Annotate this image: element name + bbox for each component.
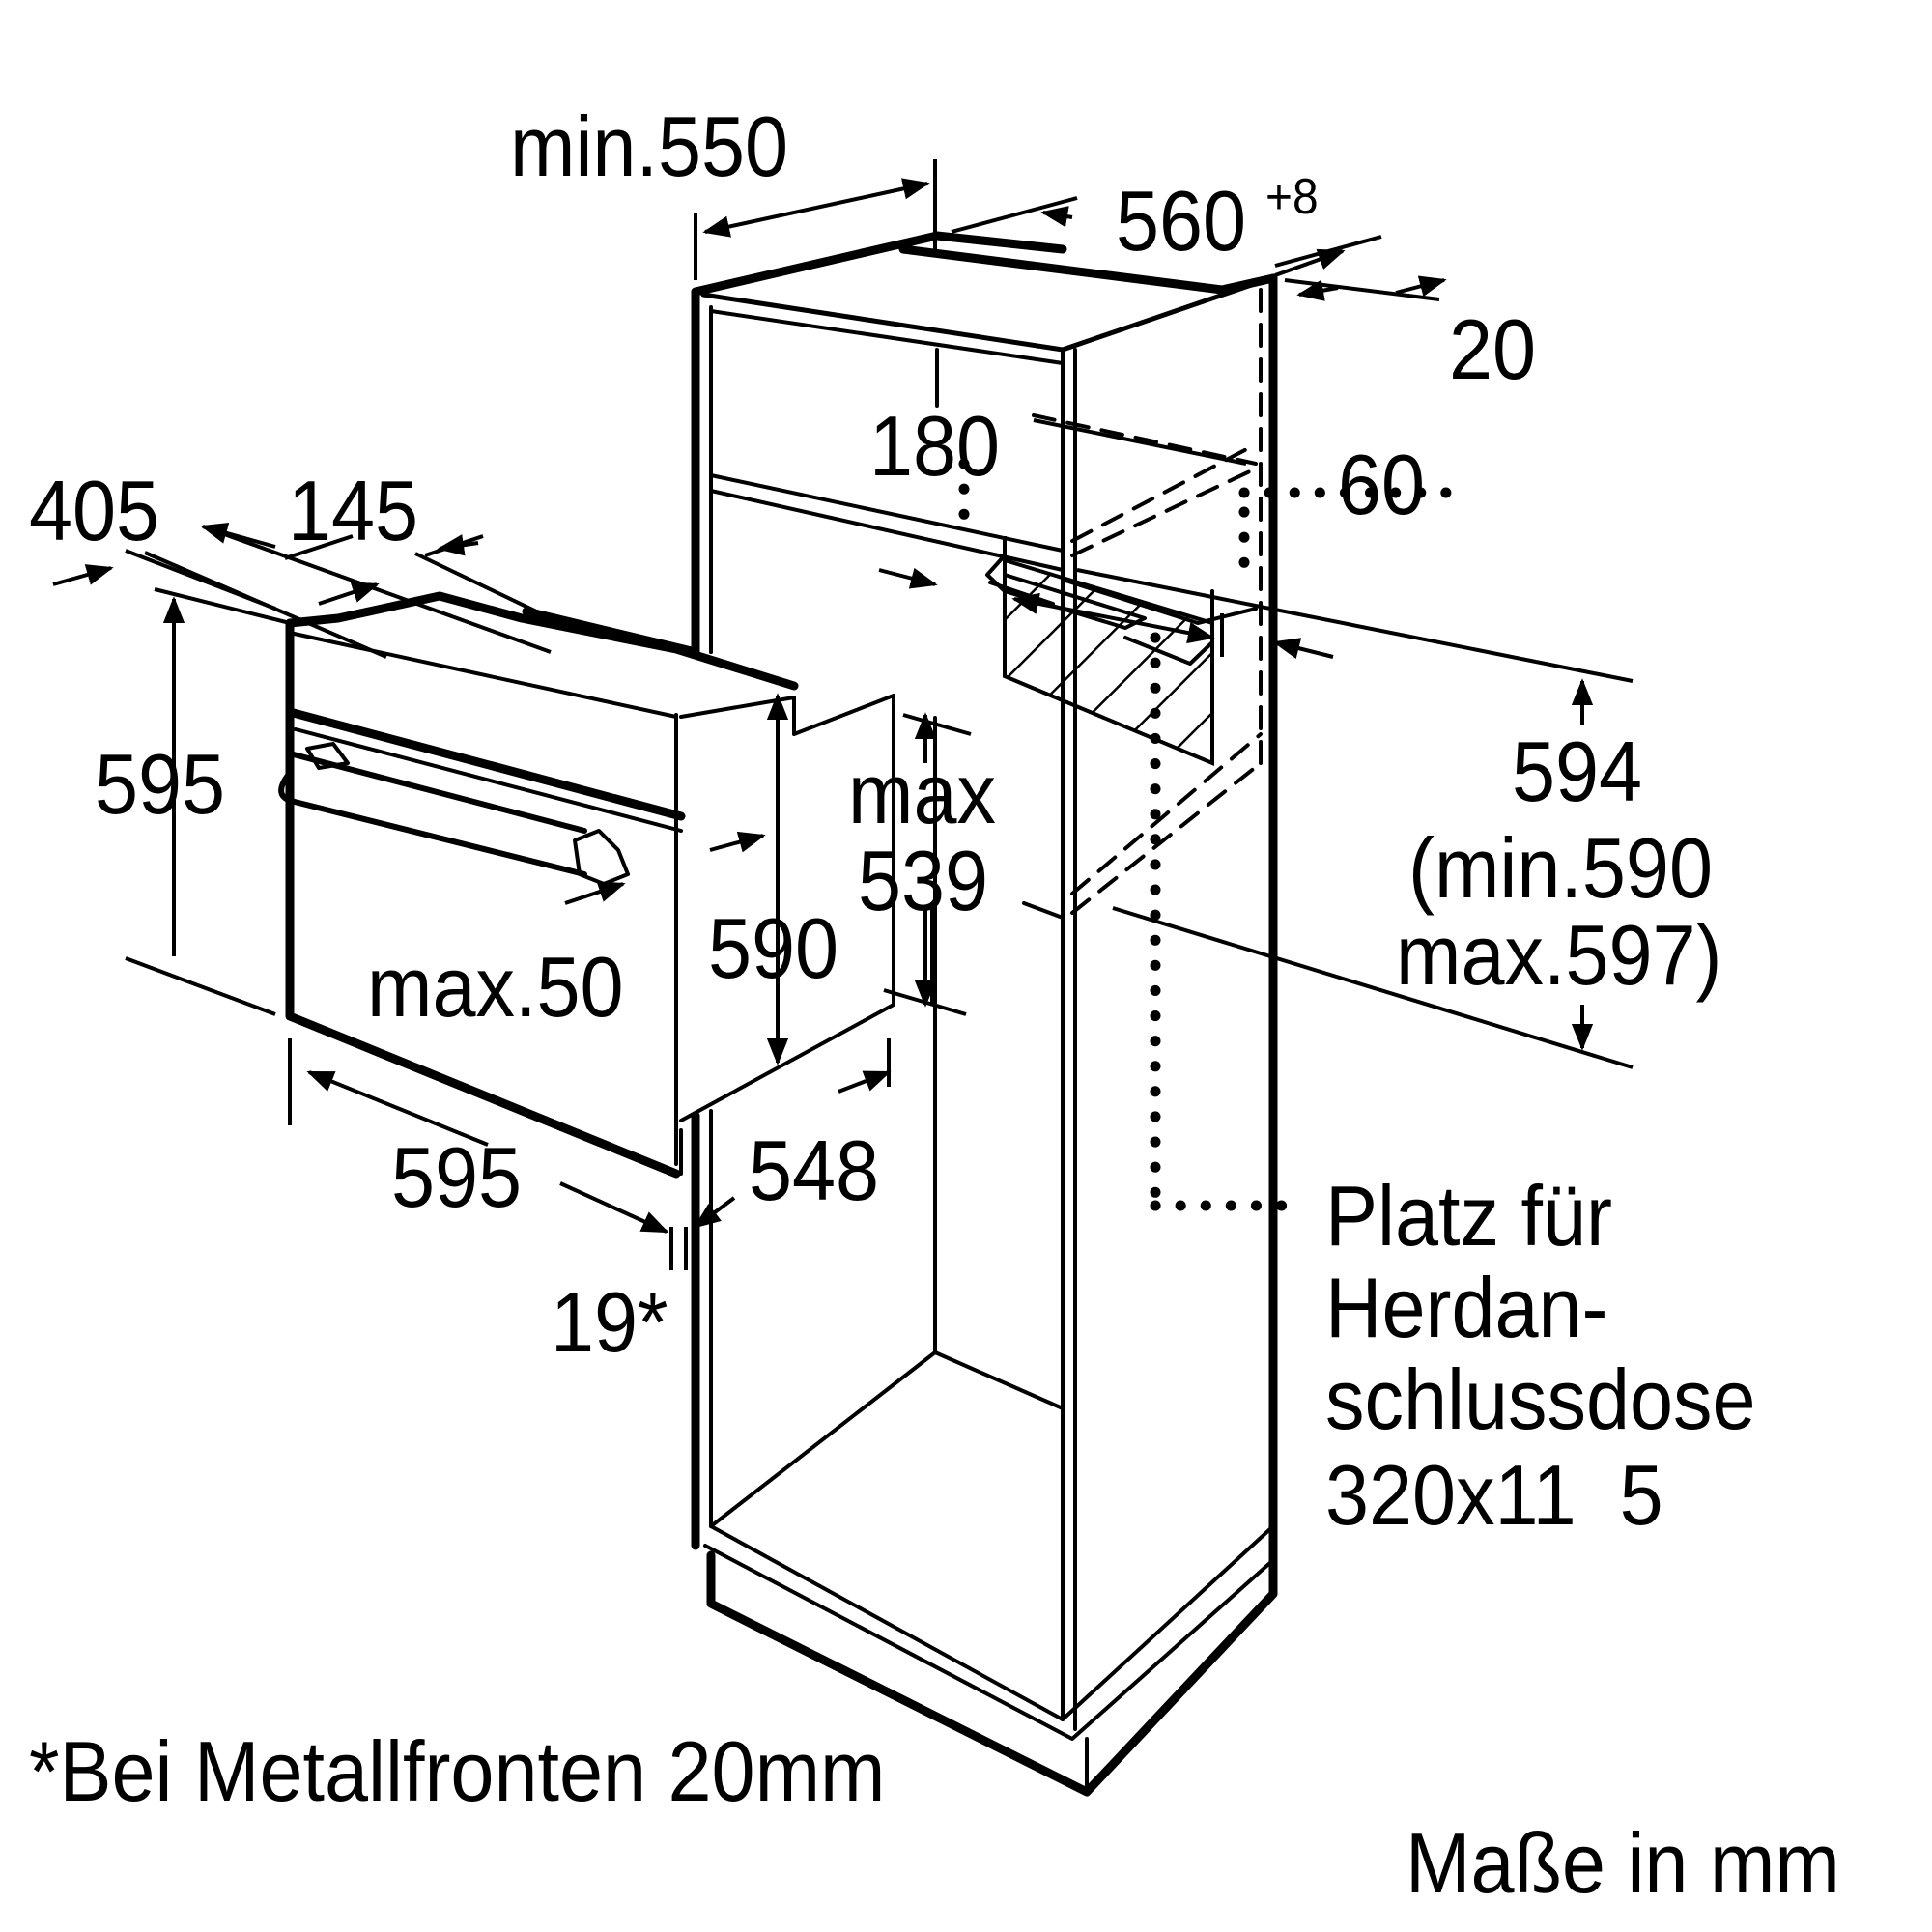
footnote: *Bei Metallfronten 20mm bbox=[29, 1723, 886, 1819]
socket-note-line2: Herdan- bbox=[1325, 1260, 1608, 1355]
socket-note-line3: schlussdose bbox=[1325, 1351, 1756, 1447]
dim-145: 145 bbox=[288, 463, 419, 558]
dim-560-tolerance: +8 bbox=[1265, 169, 1319, 225]
dim-594: 594 bbox=[1512, 724, 1643, 819]
dim-60: 60 bbox=[1338, 437, 1426, 532]
dim-max-50: max.50 bbox=[367, 939, 624, 1035]
socket-note-line4: 320x11 5 bbox=[1325, 1447, 1663, 1543]
socket-dotted-lines bbox=[958, 458, 1464, 1211]
dim-19-front: 19* bbox=[551, 1274, 668, 1370]
dim-594-min: (min.590 bbox=[1408, 820, 1713, 916]
dim-min-550: min.550 bbox=[510, 99, 789, 194]
dim-590: 590 bbox=[708, 900, 839, 996]
dim-max-label: max bbox=[848, 746, 996, 841]
dim-595-width: 595 bbox=[391, 1129, 523, 1225]
oven bbox=[278, 591, 895, 1179]
dim-20: 20 bbox=[1449, 301, 1537, 397]
socket-note-line1: Platz für bbox=[1325, 1168, 1612, 1264]
units-note: Maße in mm bbox=[1406, 1815, 1840, 1911]
dim-594-max: max.597) bbox=[1396, 907, 1722, 1003]
dimension-lines bbox=[52, 159, 1634, 1270]
dim-max-539: 539 bbox=[858, 833, 989, 928]
dim-405: 405 bbox=[29, 463, 160, 558]
dim-548: 548 bbox=[749, 1122, 880, 1218]
dim-180: 180 bbox=[869, 398, 1001, 494]
dim-595-height: 595 bbox=[95, 736, 226, 832]
dim-560: 560 bbox=[1116, 173, 1247, 269]
